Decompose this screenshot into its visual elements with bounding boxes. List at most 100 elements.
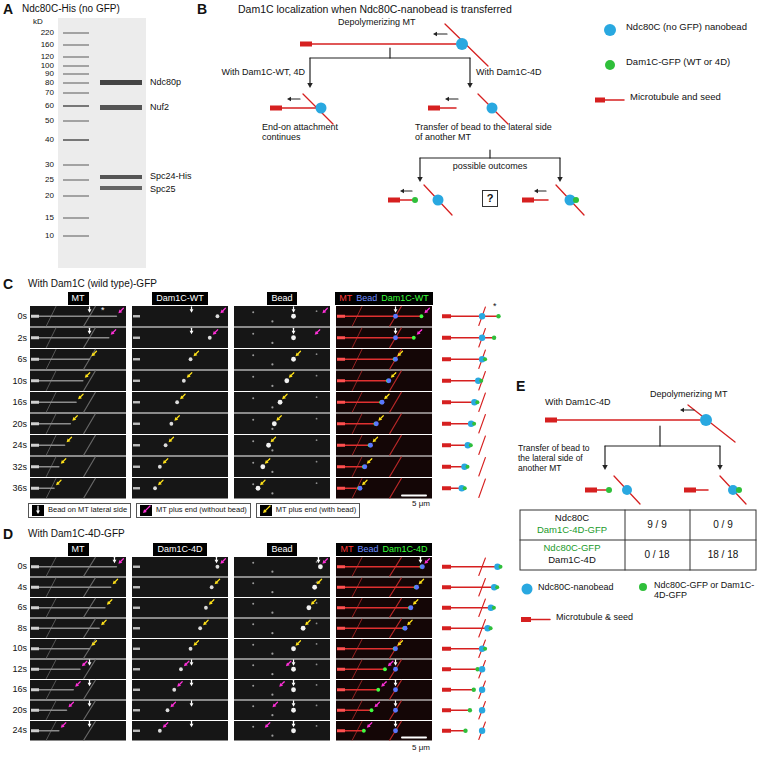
- bead-signal: [291, 728, 296, 733]
- arrow-head: [424, 560, 428, 564]
- arrow-head: [118, 560, 122, 564]
- arrow-head: [180, 395, 184, 399]
- image-frame: [132, 435, 228, 456]
- nanobead: [479, 313, 485, 319]
- marker-arrow: [293, 328, 294, 331]
- arrow-head: [88, 309, 92, 313]
- image-frame: [30, 457, 126, 478]
- bead-signal: [291, 357, 296, 362]
- marker-arrow: [282, 682, 285, 685]
- bead-signal: [380, 400, 385, 405]
- lateral-mt: [84, 436, 96, 456]
- legend-gfp: [639, 583, 647, 591]
- microtubule: [32, 358, 90, 360]
- table-cell: Ndc80C: [555, 513, 589, 524]
- bead-signal: [368, 443, 373, 448]
- bead-signal: [393, 357, 398, 362]
- table-border: [520, 510, 756, 570]
- microtubule: [451, 587, 494, 588]
- image-frame: [234, 414, 330, 435]
- speck: [252, 705, 254, 707]
- speck: [271, 653, 273, 655]
- bead-signal: [266, 443, 271, 448]
- dam1c-signal: [383, 667, 387, 671]
- mt-seed: [442, 400, 451, 404]
- dam1c-signal: [169, 422, 173, 426]
- speck: [271, 591, 273, 593]
- legend-arrow: [146, 506, 151, 511]
- marker-arrow: [165, 723, 168, 726]
- marker-arrow: [293, 307, 294, 310]
- arrow-head: [445, 97, 449, 101]
- node-text: MT: [72, 293, 85, 303]
- image-frame: [30, 414, 126, 435]
- microtubule: [479, 307, 486, 326]
- legend-text: Microtubule and seed: [630, 92, 740, 103]
- speck: [271, 571, 273, 573]
- bead-signal: [386, 378, 391, 383]
- speck: [252, 582, 254, 584]
- mt-seed: [442, 667, 451, 671]
- image-frame: [336, 619, 432, 639]
- arrow-head: [322, 309, 326, 313]
- dam1c-dot: [489, 626, 493, 630]
- marker-arrow: [191, 328, 192, 331]
- bead-signal: [393, 728, 398, 733]
- seed-signal: [133, 315, 140, 317]
- legend-sample: [636, 580, 650, 594]
- arrow-head: [322, 560, 326, 564]
- mt-seed: [31, 315, 39, 318]
- marker-size: 120: [41, 52, 54, 61]
- scale-bar: [402, 737, 426, 739]
- gel: [58, 18, 146, 268]
- legend-item: MT plus end (with bead): [256, 503, 360, 518]
- marker-arrow: [325, 308, 328, 311]
- arrow-head: [92, 352, 96, 356]
- speck: [252, 623, 254, 625]
- marker-arrow: [94, 351, 97, 354]
- mt-seed: [31, 606, 39, 609]
- mt-seed: [337, 668, 345, 671]
- scale-label: 5 μm: [412, 499, 430, 508]
- mt-seed: [337, 465, 345, 468]
- marker-arrow: [89, 328, 90, 331]
- arrow-head: [265, 460, 269, 464]
- scale-label: 5 μm: [412, 743, 430, 752]
- arrow-head: [367, 460, 371, 464]
- legend-item: Ndc80C-GFP or Dam1C-4D-GFP: [636, 580, 759, 601]
- arrow-head: [317, 580, 321, 584]
- arrow-head: [279, 683, 283, 687]
- microtubule: [338, 627, 405, 629]
- speck: [271, 342, 273, 344]
- panel-letter: E: [516, 378, 525, 394]
- marker-size: 160: [41, 40, 54, 49]
- arrow-head: [394, 309, 398, 313]
- band-label: Nuf2: [150, 102, 169, 112]
- marker-arrow: [94, 641, 97, 644]
- microtubule: [451, 337, 493, 338]
- arrow-head: [680, 408, 684, 412]
- branch-line: [420, 157, 560, 158]
- mt-seed: [337, 315, 345, 318]
- marker-size: 100: [41, 61, 54, 70]
- arrow-head: [292, 331, 296, 335]
- dam1c-signal: [172, 688, 176, 692]
- arrow-head: [388, 662, 392, 666]
- bead-signal: [414, 585, 419, 590]
- bead-signal: [291, 314, 296, 319]
- bead-signal: [291, 708, 296, 713]
- image-frame: [234, 478, 330, 499]
- mt-seed: [442, 486, 451, 490]
- seed-signal: [133, 380, 140, 382]
- branch-line: [310, 57, 470, 58]
- bead-signal: [393, 314, 398, 319]
- microtubule: [32, 423, 70, 425]
- image-frame: [132, 371, 228, 392]
- image-frame: [132, 392, 228, 413]
- marker-arrow: [313, 600, 316, 603]
- marker-arrow: [189, 373, 192, 376]
- image-frame: [234, 392, 330, 413]
- microtubule: [696, 489, 708, 491]
- lateral-mt: [84, 457, 96, 477]
